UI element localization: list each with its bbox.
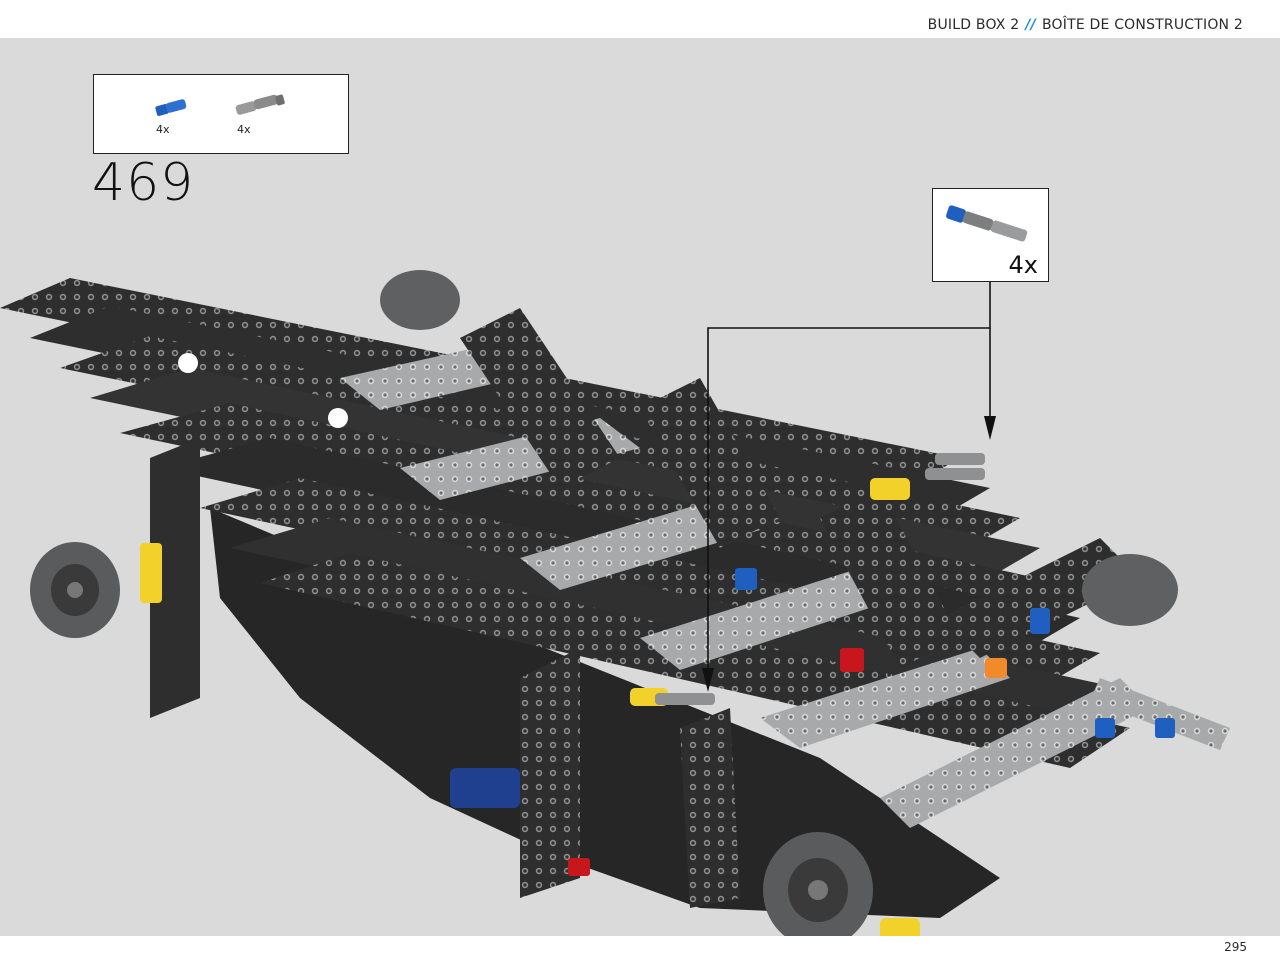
- header-build-box: BUILD BOX 2: [927, 17, 1020, 33]
- blue-grey-pin-assembly-icon: [945, 201, 1037, 251]
- grey-axle-pin-icon: [234, 91, 288, 123]
- callout-quantity: 4x: [1008, 251, 1038, 279]
- instruction-arrows: [707, 281, 991, 668]
- parts-list-box: 4x 4x: [93, 74, 349, 154]
- page-number: 295: [1224, 940, 1247, 954]
- header-build-box-french: BOÎTE DE CONSTRUCTION 2: [1041, 17, 1243, 33]
- arrow-head-right: [984, 416, 996, 440]
- parts-qty-2: 4x: [237, 123, 251, 136]
- wheel-hubs: [30, 270, 1178, 936]
- arrow-head-left: [702, 668, 714, 692]
- header: BUILD BOX 2 // BOÎTE DE CONSTRUCTION 2: [928, 17, 1243, 33]
- blue-axle-pin-icon: [154, 97, 194, 123]
- colored-pins: [140, 353, 1175, 936]
- chassis-model-illustration: [0, 270, 1230, 936]
- target-pins: [655, 453, 985, 705]
- header-separator: //: [1025, 17, 1036, 33]
- step-number: 469: [92, 153, 195, 213]
- cross-beams: [150, 308, 1140, 908]
- parts-qty-1: 4x: [156, 123, 170, 136]
- subassembly-callout: 4x: [932, 188, 1049, 282]
